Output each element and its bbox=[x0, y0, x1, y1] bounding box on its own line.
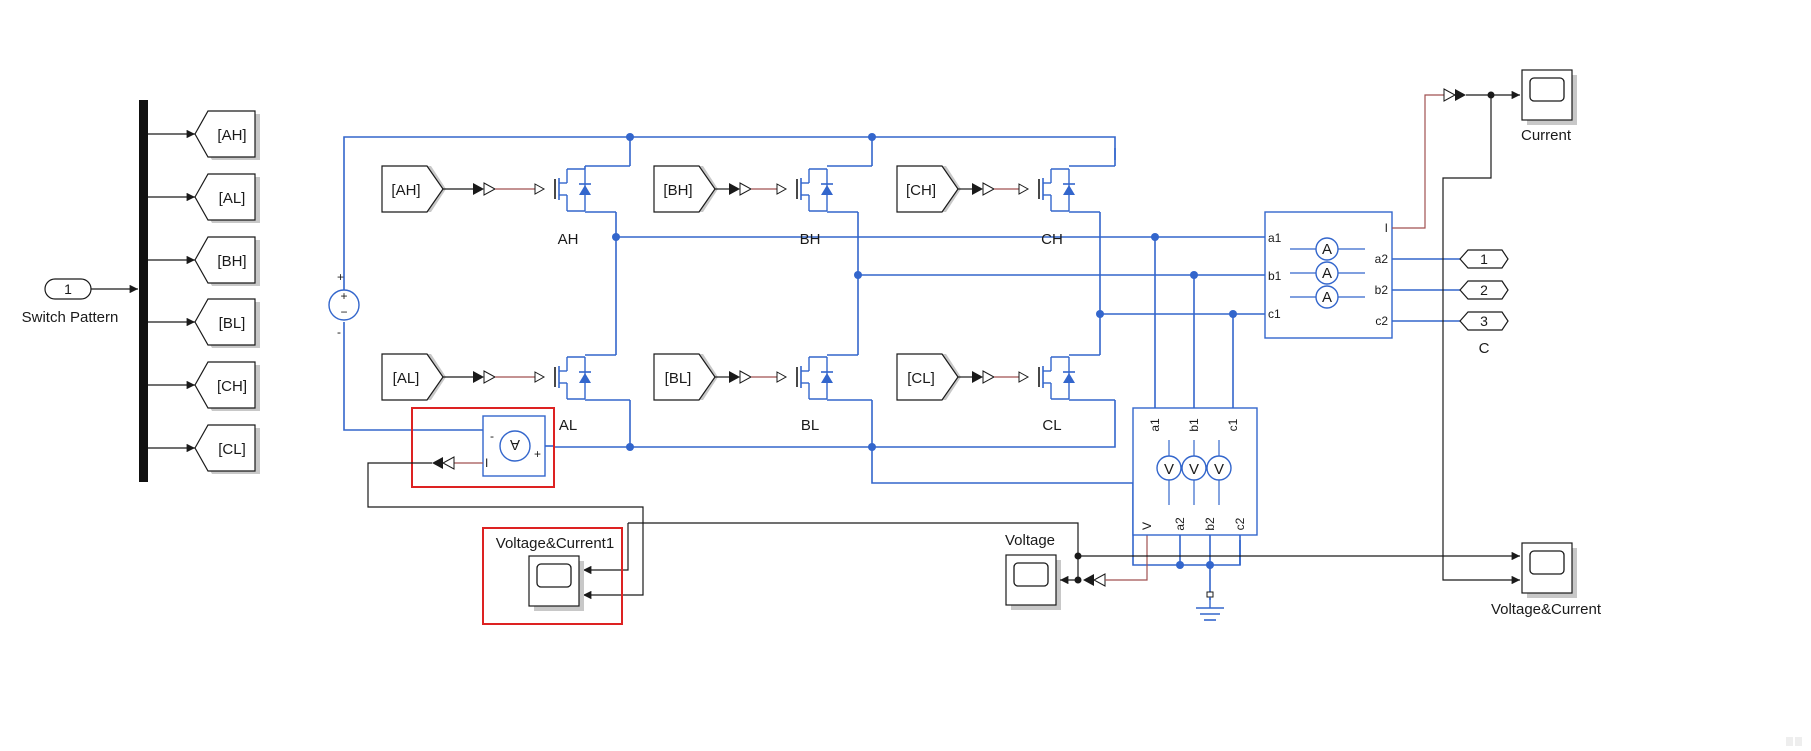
from-ch[interactable]: [CH] bbox=[896, 165, 961, 213]
scope-voltage-current-label: Voltage&Current bbox=[1491, 601, 1602, 618]
svg-text:2: 2 bbox=[1480, 282, 1488, 298]
svg-text:−: − bbox=[340, 305, 347, 319]
svg-text:c2: c2 bbox=[1375, 314, 1388, 328]
scope-voltage[interactable] bbox=[1005, 554, 1061, 610]
selection-box-scope bbox=[482, 527, 623, 625]
svg-text:[AL]: [AL] bbox=[219, 190, 246, 207]
dc-current-measurement[interactable]: A - + I bbox=[482, 415, 546, 477]
three-phase-voltage-measurement[interactable]: V V V a1 b1 c1 V a2 b2 c2 bbox=[1132, 407, 1258, 536]
inport-number: 1 bbox=[64, 281, 72, 297]
scope-voltage-current1[interactable] bbox=[528, 555, 584, 611]
ground-symbol[interactable] bbox=[1196, 591, 1224, 621]
svg-text:a1: a1 bbox=[1148, 418, 1162, 432]
svg-text:a2: a2 bbox=[1375, 252, 1389, 266]
svg-text:b1: b1 bbox=[1187, 418, 1201, 432]
scope-voltage-label: Voltage bbox=[1005, 532, 1055, 549]
svg-text:+: + bbox=[340, 289, 347, 303]
inport-label: Switch Pattern bbox=[22, 309, 119, 326]
svg-text:[CL]: [CL] bbox=[218, 441, 246, 458]
svg-text:3: 3 bbox=[1480, 313, 1488, 329]
junction-dots bbox=[612, 133, 1237, 569]
goto-cl[interactable]: [CL] bbox=[194, 424, 260, 474]
demux-block[interactable] bbox=[139, 100, 148, 482]
left-goto-group bbox=[148, 129, 195, 453]
svg-text:V: V bbox=[1140, 522, 1154, 530]
svg-text:I: I bbox=[485, 456, 488, 470]
svg-text:A: A bbox=[1322, 241, 1332, 258]
svg-text:-: - bbox=[337, 325, 341, 339]
svg-text:-: - bbox=[490, 429, 494, 443]
svg-text:c2: c2 bbox=[1233, 517, 1247, 530]
mosfet-bl[interactable] bbox=[776, 356, 834, 400]
scope-voltage-current[interactable] bbox=[1521, 542, 1577, 598]
goto-bl[interactable]: [BL] bbox=[194, 298, 260, 348]
svg-text:[AH]: [AH] bbox=[217, 127, 246, 144]
svg-text:[CH]: [CH] bbox=[906, 182, 936, 199]
goto-al[interactable]: [AL] bbox=[194, 173, 260, 223]
three-phase-current-measurement[interactable]: A A A a1 b1 c1 a2 b2 c2 I bbox=[1264, 211, 1393, 339]
scope-current-label: Current bbox=[1521, 127, 1572, 144]
outport-1[interactable]: 1 bbox=[1459, 249, 1509, 269]
label-al: AL bbox=[559, 417, 577, 434]
outport-label: C bbox=[1479, 340, 1490, 357]
from-bh[interactable]: [BH] bbox=[653, 165, 718, 213]
svg-text:A: A bbox=[1322, 265, 1332, 282]
svg-text:[BL]: [BL] bbox=[665, 370, 692, 387]
scope-current[interactable] bbox=[1521, 69, 1577, 125]
svg-text:[AL]: [AL] bbox=[393, 370, 420, 387]
svg-text:+: + bbox=[534, 447, 541, 461]
goto-ah[interactable]: [AH] bbox=[194, 110, 260, 160]
svg-text:[BL]: [BL] bbox=[219, 315, 246, 332]
svg-text:b2: b2 bbox=[1203, 517, 1217, 531]
label-bl: BL bbox=[801, 417, 819, 434]
svg-text:[BH]: [BH] bbox=[663, 182, 692, 199]
svg-text:c1: c1 bbox=[1226, 418, 1240, 431]
mosfet-al[interactable] bbox=[534, 356, 592, 400]
from-ah[interactable]: [AH] bbox=[381, 165, 446, 213]
resize-grip-icon[interactable] bbox=[1786, 737, 1802, 746]
label-bh: BH bbox=[800, 231, 821, 248]
svg-text:[BH]: [BH] bbox=[217, 253, 246, 270]
svg-text:A: A bbox=[1322, 289, 1332, 306]
from-al[interactable]: [AL] bbox=[381, 353, 446, 401]
mosfet-bh[interactable] bbox=[776, 168, 834, 212]
gate-converters bbox=[443, 182, 1020, 384]
mosfet-ah[interactable] bbox=[534, 168, 592, 212]
svg-text:[CL]: [CL] bbox=[907, 370, 935, 387]
svg-text:[AH]: [AH] bbox=[391, 182, 420, 199]
selection-box-ammeter bbox=[411, 407, 555, 488]
mosfet-cl[interactable] bbox=[1018, 356, 1076, 400]
svg-text:V: V bbox=[1189, 461, 1199, 478]
svg-text:V: V bbox=[1164, 461, 1174, 478]
svg-text:[CH]: [CH] bbox=[217, 378, 247, 395]
outport-2[interactable]: 2 bbox=[1459, 280, 1509, 300]
label-ah: AH bbox=[558, 231, 579, 248]
svg-text:b1: b1 bbox=[1268, 269, 1282, 283]
scope-voltage-current1-label: Voltage&Current1 bbox=[496, 535, 614, 552]
mosfet-ch[interactable] bbox=[1018, 168, 1076, 212]
svg-text:a2: a2 bbox=[1173, 517, 1187, 531]
svg-text:b2: b2 bbox=[1375, 283, 1389, 297]
goto-bh[interactable]: [BH] bbox=[194, 236, 260, 286]
from-bl[interactable]: [BL] bbox=[653, 353, 718, 401]
svg-text:I: I bbox=[1385, 221, 1388, 235]
label-cl: CL bbox=[1042, 417, 1061, 434]
svg-text:+: + bbox=[337, 270, 344, 284]
from-cl[interactable]: [CL] bbox=[896, 353, 961, 401]
label-ch: CH bbox=[1041, 231, 1063, 248]
svg-text:V: V bbox=[1214, 461, 1224, 478]
dc-voltage-source[interactable]: + − + - bbox=[328, 270, 360, 339]
inport-switch-pattern[interactable]: 1 bbox=[44, 278, 92, 300]
svg-text:c1: c1 bbox=[1268, 307, 1281, 321]
outport-3[interactable]: 3 bbox=[1459, 311, 1509, 331]
svg-text:1: 1 bbox=[1480, 251, 1488, 267]
svg-text:a1: a1 bbox=[1268, 231, 1282, 245]
svg-text:A: A bbox=[510, 436, 520, 453]
goto-ch[interactable]: [CH] bbox=[194, 361, 260, 411]
